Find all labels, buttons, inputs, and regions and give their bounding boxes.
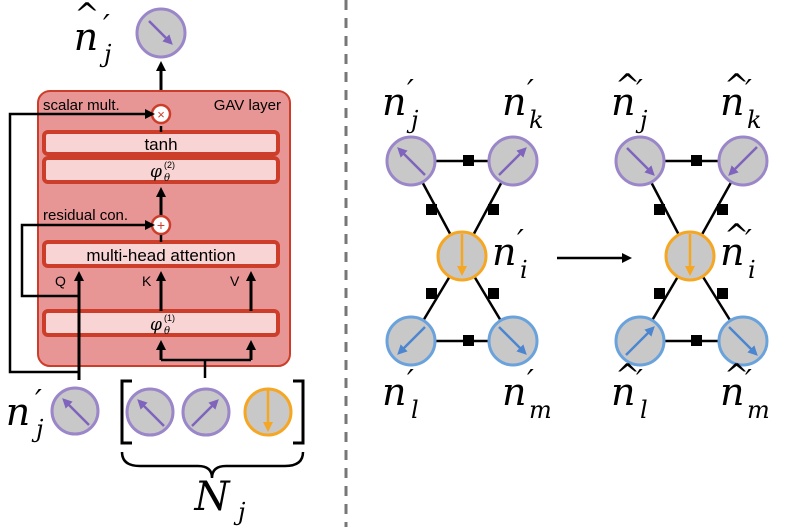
- scalar-mult-node: ×: [150, 103, 172, 125]
- svg-text:′: ′: [636, 364, 643, 399]
- svg-text:′: ′: [103, 9, 110, 44]
- svg-text:(1): (1): [164, 313, 175, 323]
- scalar-mult-path: [8, 109, 155, 380]
- phi2-label: φ (2) θ: [150, 160, 175, 184]
- svg-text:n: n: [6, 390, 30, 434]
- neighbor-node-3: [243, 387, 293, 437]
- svg-text:j: j: [99, 40, 112, 68]
- residual-path: [20, 220, 155, 298]
- svg-text:j: j: [31, 415, 44, 443]
- phi2-block: [42, 156, 280, 184]
- neighbor-node-2: [181, 387, 231, 437]
- svg-text:m: m: [747, 396, 770, 424]
- svg-text:^: ^: [615, 68, 640, 103]
- svg-text:l: l: [640, 396, 648, 424]
- k-label: K: [142, 273, 152, 289]
- v-label: V: [230, 273, 240, 289]
- svg-text:m: m: [529, 396, 552, 424]
- svg-text:i: i: [748, 256, 756, 284]
- svg-text:′: ′: [407, 74, 414, 109]
- graph-before: [385, 135, 539, 367]
- label-nm-after: n ^ ′ m: [720, 358, 770, 424]
- svg-text:k: k: [747, 106, 762, 134]
- svg-text:j: j: [406, 106, 419, 134]
- svg-text:′: ′: [517, 224, 524, 259]
- svg-text:i: i: [520, 256, 528, 284]
- svg-text:k: k: [529, 106, 544, 134]
- input-node-label: n ′ j: [6, 384, 44, 443]
- neighborhood-underbrace: [120, 451, 305, 479]
- svg-text:n: n: [382, 80, 406, 124]
- label-nm-before: n ′ m: [502, 364, 552, 424]
- q-label: Q: [55, 273, 66, 289]
- svg-text:′: ′: [745, 364, 752, 399]
- svg-text:′: ′: [745, 74, 752, 109]
- svg-text:×: ×: [157, 107, 165, 122]
- tanh-label: tanh: [144, 135, 177, 154]
- svg-text:φ: φ: [150, 315, 162, 335]
- neighborhood-label: N j: [194, 474, 247, 526]
- svg-text:^: ^: [615, 358, 640, 393]
- svg-text:j: j: [635, 106, 648, 134]
- svg-text:n: n: [502, 370, 526, 414]
- svg-text:θ: θ: [164, 173, 170, 184]
- gav-layer-title: GAV layer: [214, 97, 281, 114]
- svg-text:′: ′: [35, 384, 42, 419]
- label-nk-before: n ′ k: [502, 74, 544, 134]
- svg-text:n: n: [720, 80, 744, 124]
- svg-text:′: ′: [636, 74, 643, 109]
- graph-after: [614, 135, 769, 367]
- svg-text:^: ^: [74, 0, 99, 32]
- label-nl-before: n ′ l: [382, 364, 419, 424]
- svg-text:n: n: [492, 230, 516, 274]
- svg-text:+: +: [157, 217, 165, 233]
- svg-text:n: n: [611, 80, 635, 124]
- scalar-mult-label: scalar mult.: [43, 97, 120, 114]
- residual-label: residual con.: [43, 207, 128, 224]
- svg-text:′: ′: [527, 364, 534, 399]
- svg-text:^: ^: [724, 68, 749, 103]
- svg-text:′: ′: [745, 224, 752, 259]
- output-node-label: n ^ ′ j: [74, 0, 112, 68]
- label-ni-before: n ′ i: [492, 224, 528, 284]
- svg-text:′: ′: [407, 364, 414, 399]
- svg-text:n: n: [611, 370, 635, 414]
- label-nl-after: n ^ ′ l: [611, 358, 648, 424]
- neighbor-node-1: [125, 387, 175, 437]
- label-nj-after: n ^ ′ j: [611, 68, 648, 134]
- attention-label: multi-head attention: [86, 246, 235, 265]
- label-nj-before: n ′ j: [382, 74, 419, 134]
- neighborhood-bracket-right: [293, 379, 305, 445]
- output-node: [135, 7, 187, 59]
- svg-text:n: n: [720, 230, 744, 274]
- phi1-label: φ (1) θ: [150, 313, 175, 337]
- svg-text:j: j: [233, 498, 246, 526]
- svg-text:^: ^: [724, 218, 749, 253]
- input-node: [50, 386, 100, 436]
- svg-text:n: n: [720, 370, 744, 414]
- svg-text:(2): (2): [164, 160, 175, 170]
- svg-text:θ: θ: [164, 326, 170, 337]
- svg-text:n: n: [382, 370, 406, 414]
- svg-text:φ: φ: [150, 162, 162, 182]
- svg-text:′: ′: [527, 74, 534, 109]
- residual-node: +: [150, 214, 172, 236]
- svg-text:l: l: [411, 396, 419, 424]
- label-ni-after: n ^ ′ i: [720, 218, 756, 284]
- label-nk-after: n ^ ′ k: [720, 68, 762, 134]
- neighborhood-bracket-left: [120, 379, 132, 445]
- svg-text:n: n: [74, 15, 98, 59]
- svg-text:N: N: [194, 474, 232, 520]
- svg-text:n: n: [502, 80, 526, 124]
- svg-text:^: ^: [724, 358, 749, 393]
